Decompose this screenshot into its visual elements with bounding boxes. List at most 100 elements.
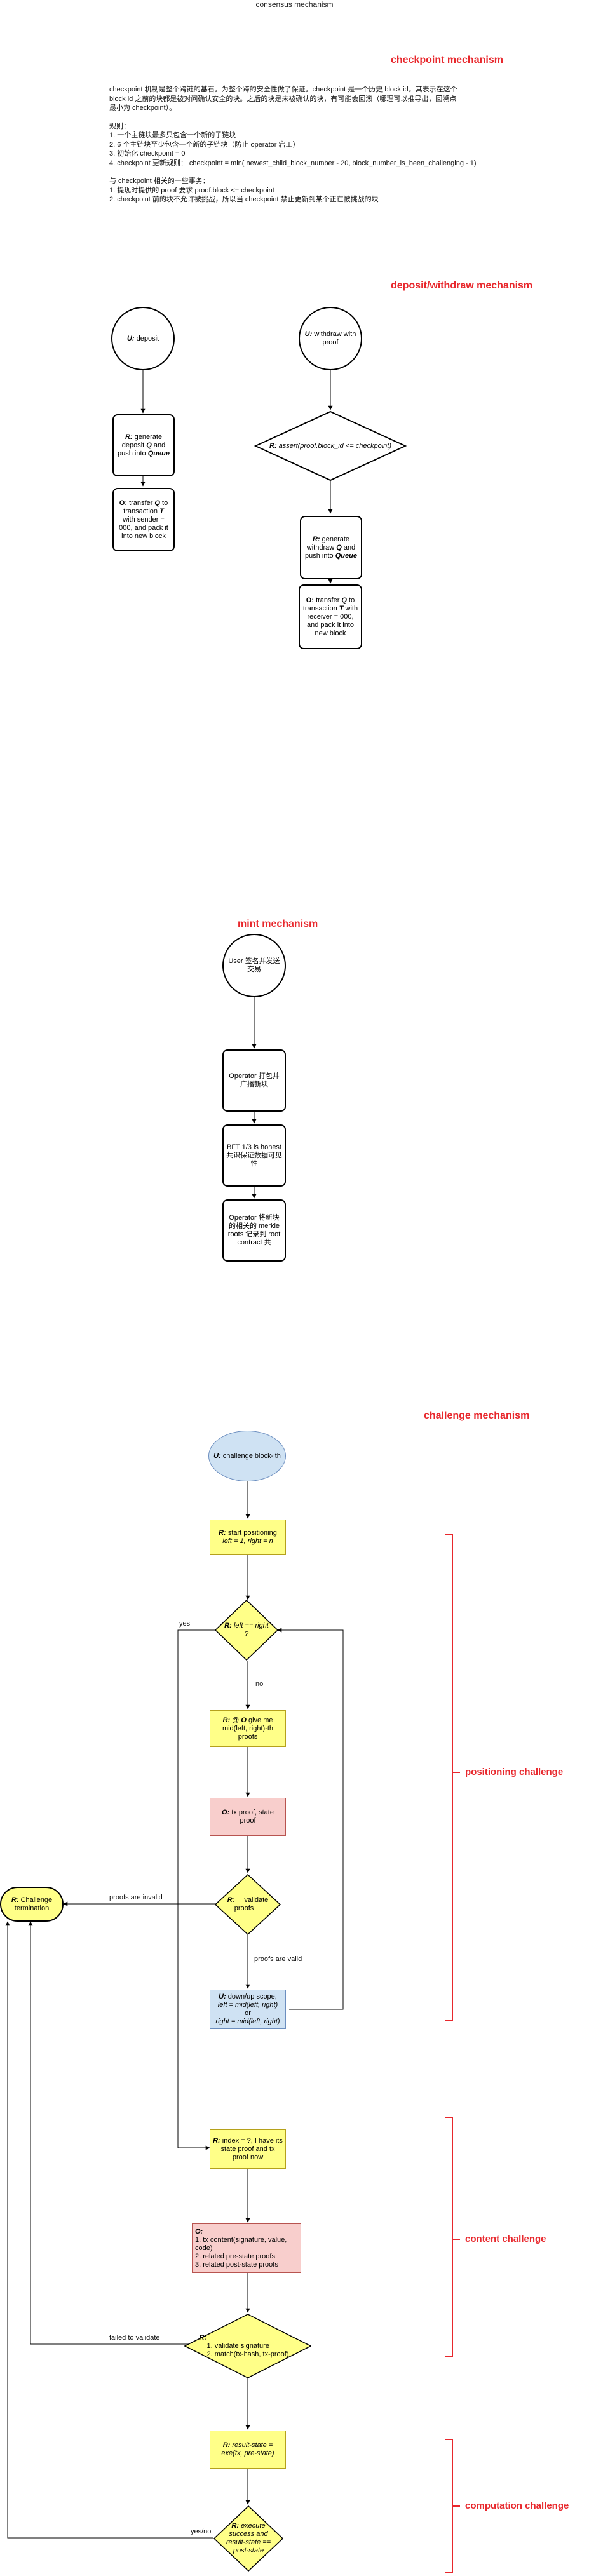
node-text: result-state = exe(tx, pre-state)	[221, 2441, 274, 2457]
role-rootchain: R:	[213, 2136, 220, 2145]
role-operator: O:	[222, 1809, 230, 1816]
var-q: Q	[341, 596, 347, 604]
var-t: T	[159, 507, 164, 515]
diamond-shape	[215, 1600, 278, 1661]
role-operator: O:	[195, 2227, 203, 2235]
content-challenge-label: content challenge	[465, 2234, 546, 2244]
mint-user-node: User 签名并发送交易	[222, 934, 286, 997]
role-rootchain: R:	[227, 1896, 235, 1904]
var-q: Q	[336, 543, 342, 551]
role-rootchain: R:	[11, 1896, 19, 1904]
node-text: challenge block-ith	[222, 1452, 281, 1460]
role-operator: O:	[306, 596, 314, 604]
node-text: Operator 将新块的相关的 merkle roots 记录到 root c…	[227, 1214, 281, 1246]
var-t: T	[339, 604, 344, 612]
role-user: U:	[219, 1993, 226, 2000]
node-text: Operator 打包并广播新块	[229, 1072, 280, 1088]
node-text: start positioning	[227, 1529, 277, 1537]
role-user: U:	[304, 330, 313, 338]
node-text: transfer	[316, 596, 340, 604]
mint-section-title: mint mechanism	[238, 919, 318, 929]
execute-tx-node: R: result-state = exe(tx, pre-state)	[210, 2431, 286, 2469]
proofs-valid-label: proofs are valid	[254, 1955, 302, 1963]
node-text: 2. match(tx-hash, tx-proof)	[206, 2350, 289, 2358]
positioning-challenge-label: positioning challenge	[465, 1767, 564, 1777]
yes-label: yes	[179, 1620, 191, 1628]
node-text: execute success and result-state == post…	[226, 2522, 271, 2554]
role-rootchain: R:	[224, 1622, 232, 1629]
role-rootchain: R:	[231, 2522, 239, 2530]
checkpoint-line: 3. 初始化 checkpoint = 0	[109, 150, 186, 158]
node-text: validate proofs	[234, 1896, 269, 1912]
node-text: with sender = 000, and pack it into new …	[119, 515, 168, 540]
checkpoint-line: 1. 提现时提供的 proof 要求 proof.block <= checkp…	[109, 186, 274, 194]
role-rootchain: R:	[269, 442, 277, 450]
node-text: and push into	[305, 543, 356, 560]
node-text: or	[245, 2009, 251, 2017]
node-text: give me mid(left, right)-th proofs	[222, 1716, 274, 1741]
proofs-invalid-label: proofs are invalid	[109, 1894, 163, 1901]
challenge-start-node: U: challenge block-ith	[208, 1431, 286, 1481]
role-operator: O	[241, 1716, 247, 1724]
checkpoint-line: 2. 6 个主链块至少包含一个新的子链块（防止 operator 宕工）	[109, 140, 300, 149]
mint-operator-node: Operator 打包并广播新块	[222, 1049, 286, 1112]
diamond-shape	[254, 410, 407, 482]
diamond-shape	[215, 1874, 281, 1935]
checkpoint-line: 4. checkpoint 更新规则： checkpoint = min( ne…	[109, 159, 477, 167]
diamond-shape	[213, 2505, 283, 2572]
var-queue: Queue	[335, 551, 357, 560]
checkpoint-description: checkpoint 机制是整个跨链的基石。为整个跨的安全性做了保证。check…	[109, 85, 554, 205]
failed-validate-label: failed to validate	[109, 2334, 160, 2342]
node-text: BFT 1/3 is honest 共识保证数据可见性	[226, 1143, 282, 1168]
role-rootchain: R:	[219, 1529, 226, 1537]
page-title: consensus mechanism	[255, 0, 334, 9]
role-rootchain: R:	[199, 2333, 207, 2342]
deposit-section-title: deposit/withdraw mechanism	[391, 280, 533, 291]
node-text: left == right ?	[233, 1622, 269, 1638]
node-text: to transaction	[302, 596, 355, 612]
node-text: deposit	[136, 334, 159, 342]
node-text: withdraw with proof	[314, 330, 356, 346]
node-text: and push into	[118, 441, 166, 457]
checkpoint-section-title: checkpoint mechanism	[391, 55, 503, 65]
deposit-user-node: U: deposit	[111, 307, 175, 370]
var-q: Q	[146, 441, 152, 449]
index-located-node: R: index = ?, I have its state proof and…	[210, 2129, 286, 2169]
start-positioning-node: R: start positioning left = 1, right = n	[210, 1520, 286, 1555]
node-text: to transaction	[123, 499, 168, 515]
node-text: Challenge termination	[14, 1896, 53, 1912]
node-text: generate deposit	[121, 433, 163, 449]
computation-challenge-label: computation challenge	[465, 2500, 569, 2511]
node-text: 2. related pre-state proofs	[195, 2252, 275, 2260]
var-queue: Queue	[147, 449, 170, 457]
node-text: 1. validate signature	[206, 2342, 269, 2350]
checkpoint-line: 与 checkpoint 相关的一些事务：	[109, 177, 210, 185]
checkpoint-line: 2. checkpoint 前的块不允许被挑战，所以当 checkpoint 禁…	[109, 196, 379, 203]
diamond-shape	[184, 2314, 311, 2378]
no-label: no	[255, 1680, 264, 1688]
role-rootchain: R:	[125, 433, 133, 441]
validate-signature-diamond: R: 1. validate signature 2. match(tx-has…	[184, 2314, 311, 2378]
role-rootchain: R:	[312, 535, 320, 543]
node-text: 1. tx content(signature, value, code)	[195, 2235, 287, 2252]
node-text: 3. related post-state proofs	[195, 2260, 278, 2269]
yes-no-label: yes/no	[191, 2528, 212, 2535]
challenge-section-title: challenge mechanism	[424, 1410, 530, 1421]
operator-proofs-node: O: tx proof, state proof	[210, 1798, 286, 1836]
operator-content-node: O: 1. tx content(signature, value, code)…	[192, 2223, 301, 2273]
scope-update-node: U: down/up scope, left = mid(left, right…	[210, 1990, 286, 2029]
checkpoint-line: 规则：	[109, 122, 130, 130]
role-rootchain: R:	[222, 1716, 231, 1724]
withdraw-assert-diamond: R: assert(proof.block_id <= checkpoint)	[254, 410, 407, 482]
var-q: Q	[154, 499, 160, 507]
execute-success-diamond: R: execute success and result-state == p…	[213, 2505, 283, 2572]
node-text: assert(proof.block_id <= checkpoint)	[278, 442, 391, 450]
deposit-generate-node: R: generate deposit Q and push into Queu…	[112, 414, 175, 476]
node-text: left = mid(left, right)	[217, 2001, 278, 2009]
node-text: right = mid(left, right)	[215, 2018, 280, 2025]
node-text: User 签名并发送交易	[228, 957, 280, 973]
node-text: @	[232, 1716, 240, 1724]
role-user: U:	[213, 1452, 221, 1460]
left-equals-right-diamond: R: left == right ?	[215, 1600, 278, 1661]
node-text: generate withdraw	[306, 535, 350, 551]
